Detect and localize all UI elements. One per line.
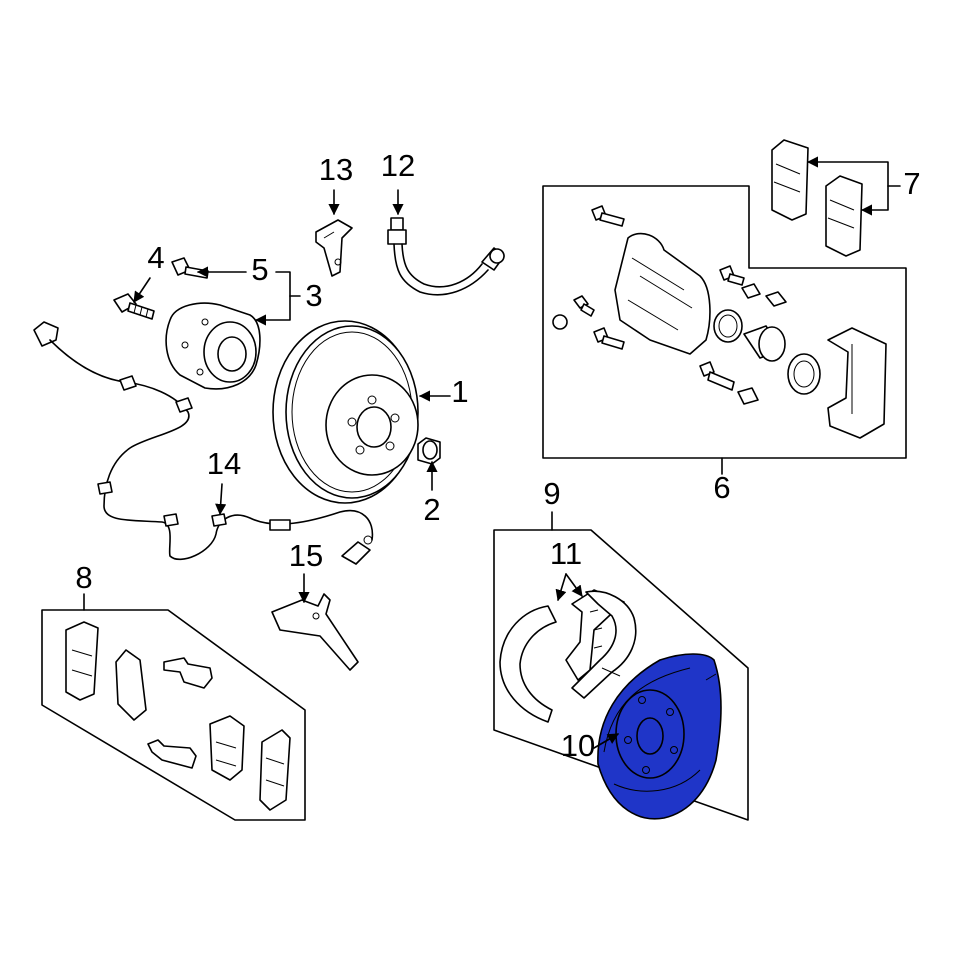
callout-leaders — [83, 156, 901, 749]
backing-plate-part[interactable] — [597, 653, 722, 820]
dust-cap-part[interactable] — [417, 437, 441, 465]
callout-2: 2 — [423, 492, 440, 527]
hub-screw-part[interactable] — [171, 257, 209, 279]
callout-8: 8 — [75, 560, 92, 595]
hub-bolt-part[interactable] — [113, 293, 155, 320]
callout-11: 11 — [550, 536, 582, 571]
callout-6: 6 — [713, 470, 730, 505]
abs-sensor-harness-part[interactable] — [33, 321, 374, 565]
callout-12: 12 — [381, 148, 415, 183]
callout-14: 14 — [207, 446, 241, 481]
callout-4: 4 — [147, 240, 164, 275]
callout-13: 13 — [319, 152, 353, 187]
hub-bearing-assembly-part[interactable] — [165, 302, 261, 390]
hose-bracket-part[interactable] — [315, 219, 353, 277]
hardware-kit-parts[interactable] — [65, 621, 291, 811]
parking-brake-shoes-part[interactable] — [499, 589, 637, 723]
hardware-kit-group-outline — [41, 609, 306, 821]
brake-hose-part[interactable] — [387, 217, 505, 296]
brake-pads-part[interactable] — [771, 139, 863, 257]
callout-15: 15 — [289, 538, 323, 573]
sensor-bracket-part[interactable] — [271, 593, 359, 671]
callout-10: 10 — [561, 728, 595, 763]
brake-rotor-part[interactable] — [272, 320, 419, 504]
callout-labels: 1 2 3 4 5 6 7 8 9 10 11 12 13 14 15 — [75, 148, 920, 763]
caliper-kit-parts[interactable] — [552, 205, 887, 439]
callout-5: 5 — [251, 252, 268, 287]
caliper-kit-group-outline — [542, 185, 907, 459]
callout-7: 7 — [903, 166, 920, 201]
parking-brake-group-outline — [493, 529, 749, 821]
callout-1: 1 — [451, 374, 468, 409]
callout-3: 3 — [305, 278, 322, 313]
callout-9: 9 — [543, 476, 560, 511]
